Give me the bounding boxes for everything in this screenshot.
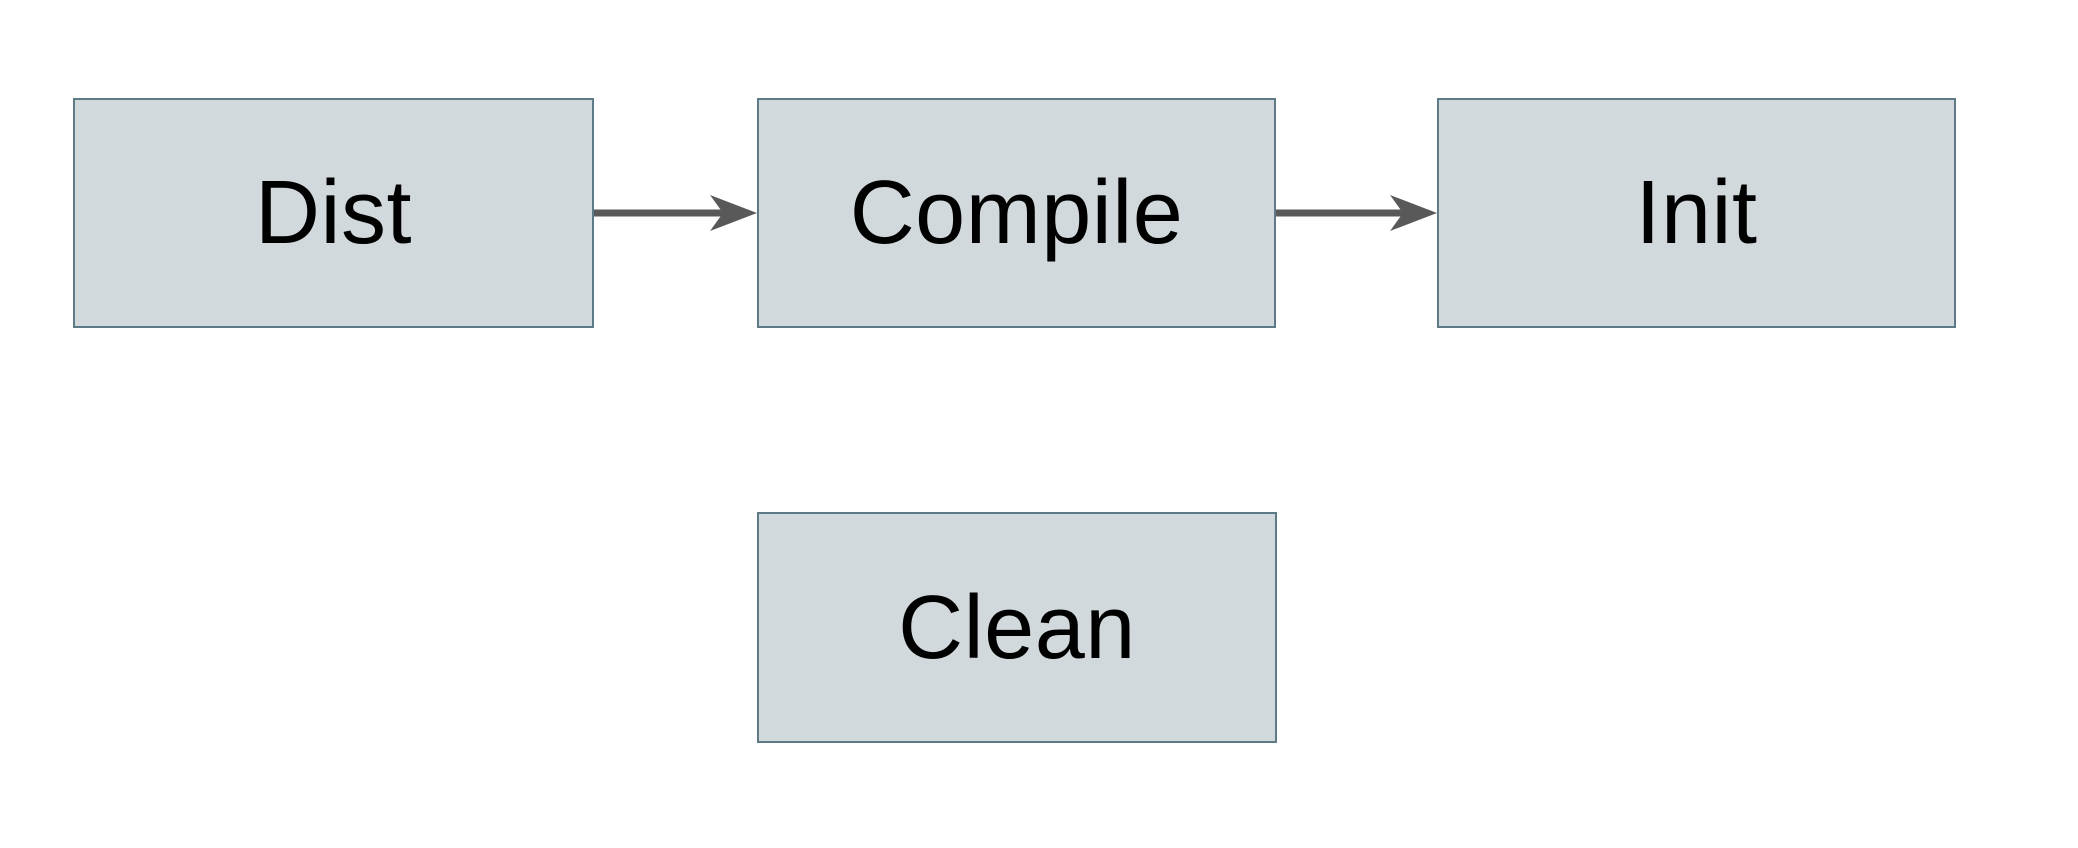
arrow-head-icon: [1390, 195, 1437, 231]
arrow-dist-to-compile: [594, 195, 757, 231]
arrow-compile-to-init: [1276, 195, 1437, 231]
node-clean-label: Clean: [898, 577, 1136, 678]
node-dist[interactable]: Dist: [73, 98, 594, 328]
node-clean[interactable]: Clean: [757, 512, 1277, 743]
arrow-head-icon: [710, 195, 757, 231]
node-init-label: Init: [1635, 163, 1758, 263]
node-compile[interactable]: Compile: [757, 98, 1276, 328]
node-init[interactable]: Init: [1437, 98, 1956, 328]
node-dist-label: Dist: [255, 163, 412, 263]
node-compile-label: Compile: [849, 163, 1184, 263]
